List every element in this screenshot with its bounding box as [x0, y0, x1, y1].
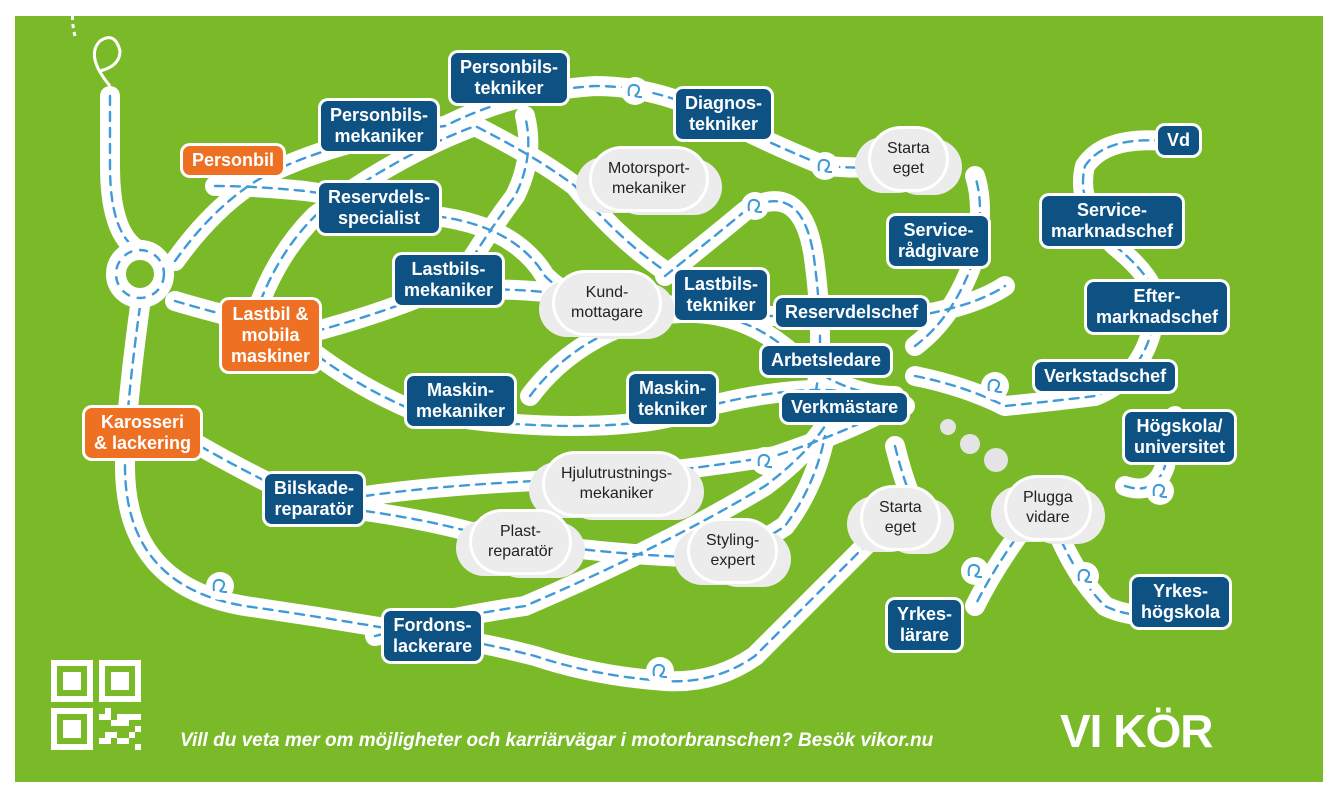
cloud-stylingexpert: Styling- expert — [690, 521, 776, 581]
road-loop-icon — [747, 198, 763, 213]
road-centerline — [213, 184, 617, 303]
start-loop-icon — [71, 16, 122, 87]
node-reservdelschef[interactable]: Reservdelschef — [776, 298, 928, 327]
road-loop-icon — [987, 378, 1003, 393]
qr-finder — [111, 672, 129, 690]
qr-finder — [63, 672, 81, 690]
qr-module — [135, 744, 141, 750]
footer-text: Vill du veta mer om möjligheter och karr… — [180, 730, 934, 751]
qr-module — [123, 720, 129, 726]
road-loop-icon — [1152, 483, 1168, 498]
road-loop-icon — [817, 158, 833, 173]
road-centerline — [663, 200, 822, 398]
qr-module — [117, 714, 123, 720]
node-personbil[interactable]: Personbil — [183, 146, 284, 175]
node-fordonslackerare[interactable]: Fordons- lackerare — [384, 611, 482, 661]
qr-module — [105, 714, 111, 720]
road-loop-icon — [961, 557, 989, 585]
node-lastbil[interactable]: Lastbil & mobila maskiner — [222, 300, 320, 371]
road-centerline — [303, 344, 907, 428]
node-maskintekniker[interactable]: Maskin- tekniker — [629, 374, 717, 424]
node-reservdelsspecialist[interactable]: Reservdels- specialist — [319, 183, 440, 233]
node-maskinmekaniker[interactable]: Maskin- mekaniker — [407, 376, 515, 426]
qr-module — [123, 714, 129, 720]
cloud-motorsportmekaniker: Motorsport- mekaniker — [592, 149, 706, 209]
node-yrkeshogskola[interactable]: Yrkes- högskola — [1132, 577, 1230, 627]
road-loop-icon — [646, 657, 674, 685]
qr-code-icon — [51, 660, 141, 750]
thought-dot — [960, 434, 980, 454]
qr-module — [105, 732, 111, 738]
qr-module — [117, 720, 123, 726]
qr-module — [105, 708, 111, 714]
node-personbilstekniker[interactable]: Personbils- tekniker — [451, 53, 568, 103]
road-loop-icon — [811, 152, 839, 180]
node-hogskola[interactable]: Högskola/ universitet — [1125, 412, 1235, 462]
qr-module — [105, 738, 111, 744]
road-loop-icon — [627, 83, 643, 98]
qr-module — [129, 714, 135, 720]
road-centerline — [913, 174, 982, 348]
cloud-starta-eget-bottom: Starta eget — [863, 488, 938, 548]
node-bilskadereparator[interactable]: Bilskade- reparatör — [265, 474, 364, 524]
node-servicerådgivare[interactable]: Service- rådgivare — [889, 216, 989, 266]
node-yrkeslarare[interactable]: Yrkes- lärare — [888, 600, 962, 650]
road-loop-icon — [981, 372, 1009, 400]
qr-module — [111, 732, 117, 738]
road-centerline — [108, 94, 142, 253]
node-arbetsledare[interactable]: Arbetsledare — [762, 346, 891, 375]
cloud-kundmottagare: Kund- mottagare — [555, 273, 660, 333]
road-loop-icon — [967, 563, 983, 578]
cloud-hjulutrustningsmekaniker: Hjulutrustnings- mekaniker — [545, 454, 689, 514]
node-verkmastare[interactable]: Verkmästare — [782, 393, 908, 422]
qr-module — [117, 738, 123, 744]
node-eftermarknadschef[interactable]: Efter- marknadschef — [1087, 282, 1228, 332]
road-loop-icon — [212, 578, 228, 593]
qr-module — [99, 738, 105, 744]
road-loop-icon — [1077, 568, 1093, 583]
node-servicemarknadschef[interactable]: Service- marknadschef — [1042, 196, 1183, 246]
qr-module — [135, 726, 141, 732]
thought-dot — [940, 419, 956, 435]
node-lastbilsmekaniker[interactable]: Lastbils- mekaniker — [395, 255, 503, 305]
road-centerline — [893, 444, 917, 508]
road-loop-icon — [751, 447, 779, 475]
road-loop-icon — [1071, 562, 1099, 590]
cloud-plugga-vidare: Plugga vidare — [1007, 478, 1089, 538]
cloud-starta-eget-top: Starta eget — [871, 129, 946, 189]
road-loop-icon — [741, 192, 769, 220]
road-centerline — [363, 434, 827, 558]
qr-finder — [63, 720, 81, 738]
road-loop-icon — [757, 453, 773, 468]
qr-module — [111, 720, 117, 726]
qr-module — [129, 732, 135, 738]
qr-module — [123, 738, 129, 744]
node-karosseri[interactable]: Karosseri & lackering — [85, 408, 201, 458]
thought-dot — [984, 448, 1008, 472]
node-vd[interactable]: Vd — [1158, 126, 1200, 155]
cloud-plastreparator: Plast- reparatör — [472, 512, 569, 572]
road-loop-icon — [1146, 477, 1174, 505]
node-personbilsmekaniker[interactable]: Personbils- mekaniker — [321, 101, 438, 151]
road-segment — [100, 86, 150, 261]
road-loop-icon — [206, 572, 234, 600]
road-centerline — [973, 524, 1027, 608]
node-verkstadschef[interactable]: Verkstadschef — [1035, 362, 1176, 391]
road-loop-icon — [652, 663, 668, 678]
vikor-logo-icon[interactable]: VI KÖR — [1060, 705, 1213, 757]
node-diagnostekniker[interactable]: Diagnos- tekniker — [676, 89, 772, 139]
qr-module — [135, 714, 141, 720]
qr-module — [99, 714, 105, 720]
career-map: Personbil Lastbil & mobila maskiner Karo… — [15, 16, 1323, 782]
road-loop-icon — [621, 77, 649, 105]
node-lastbilstekniker[interactable]: Lastbils- tekniker — [675, 270, 768, 320]
road-centerline — [253, 124, 667, 318]
